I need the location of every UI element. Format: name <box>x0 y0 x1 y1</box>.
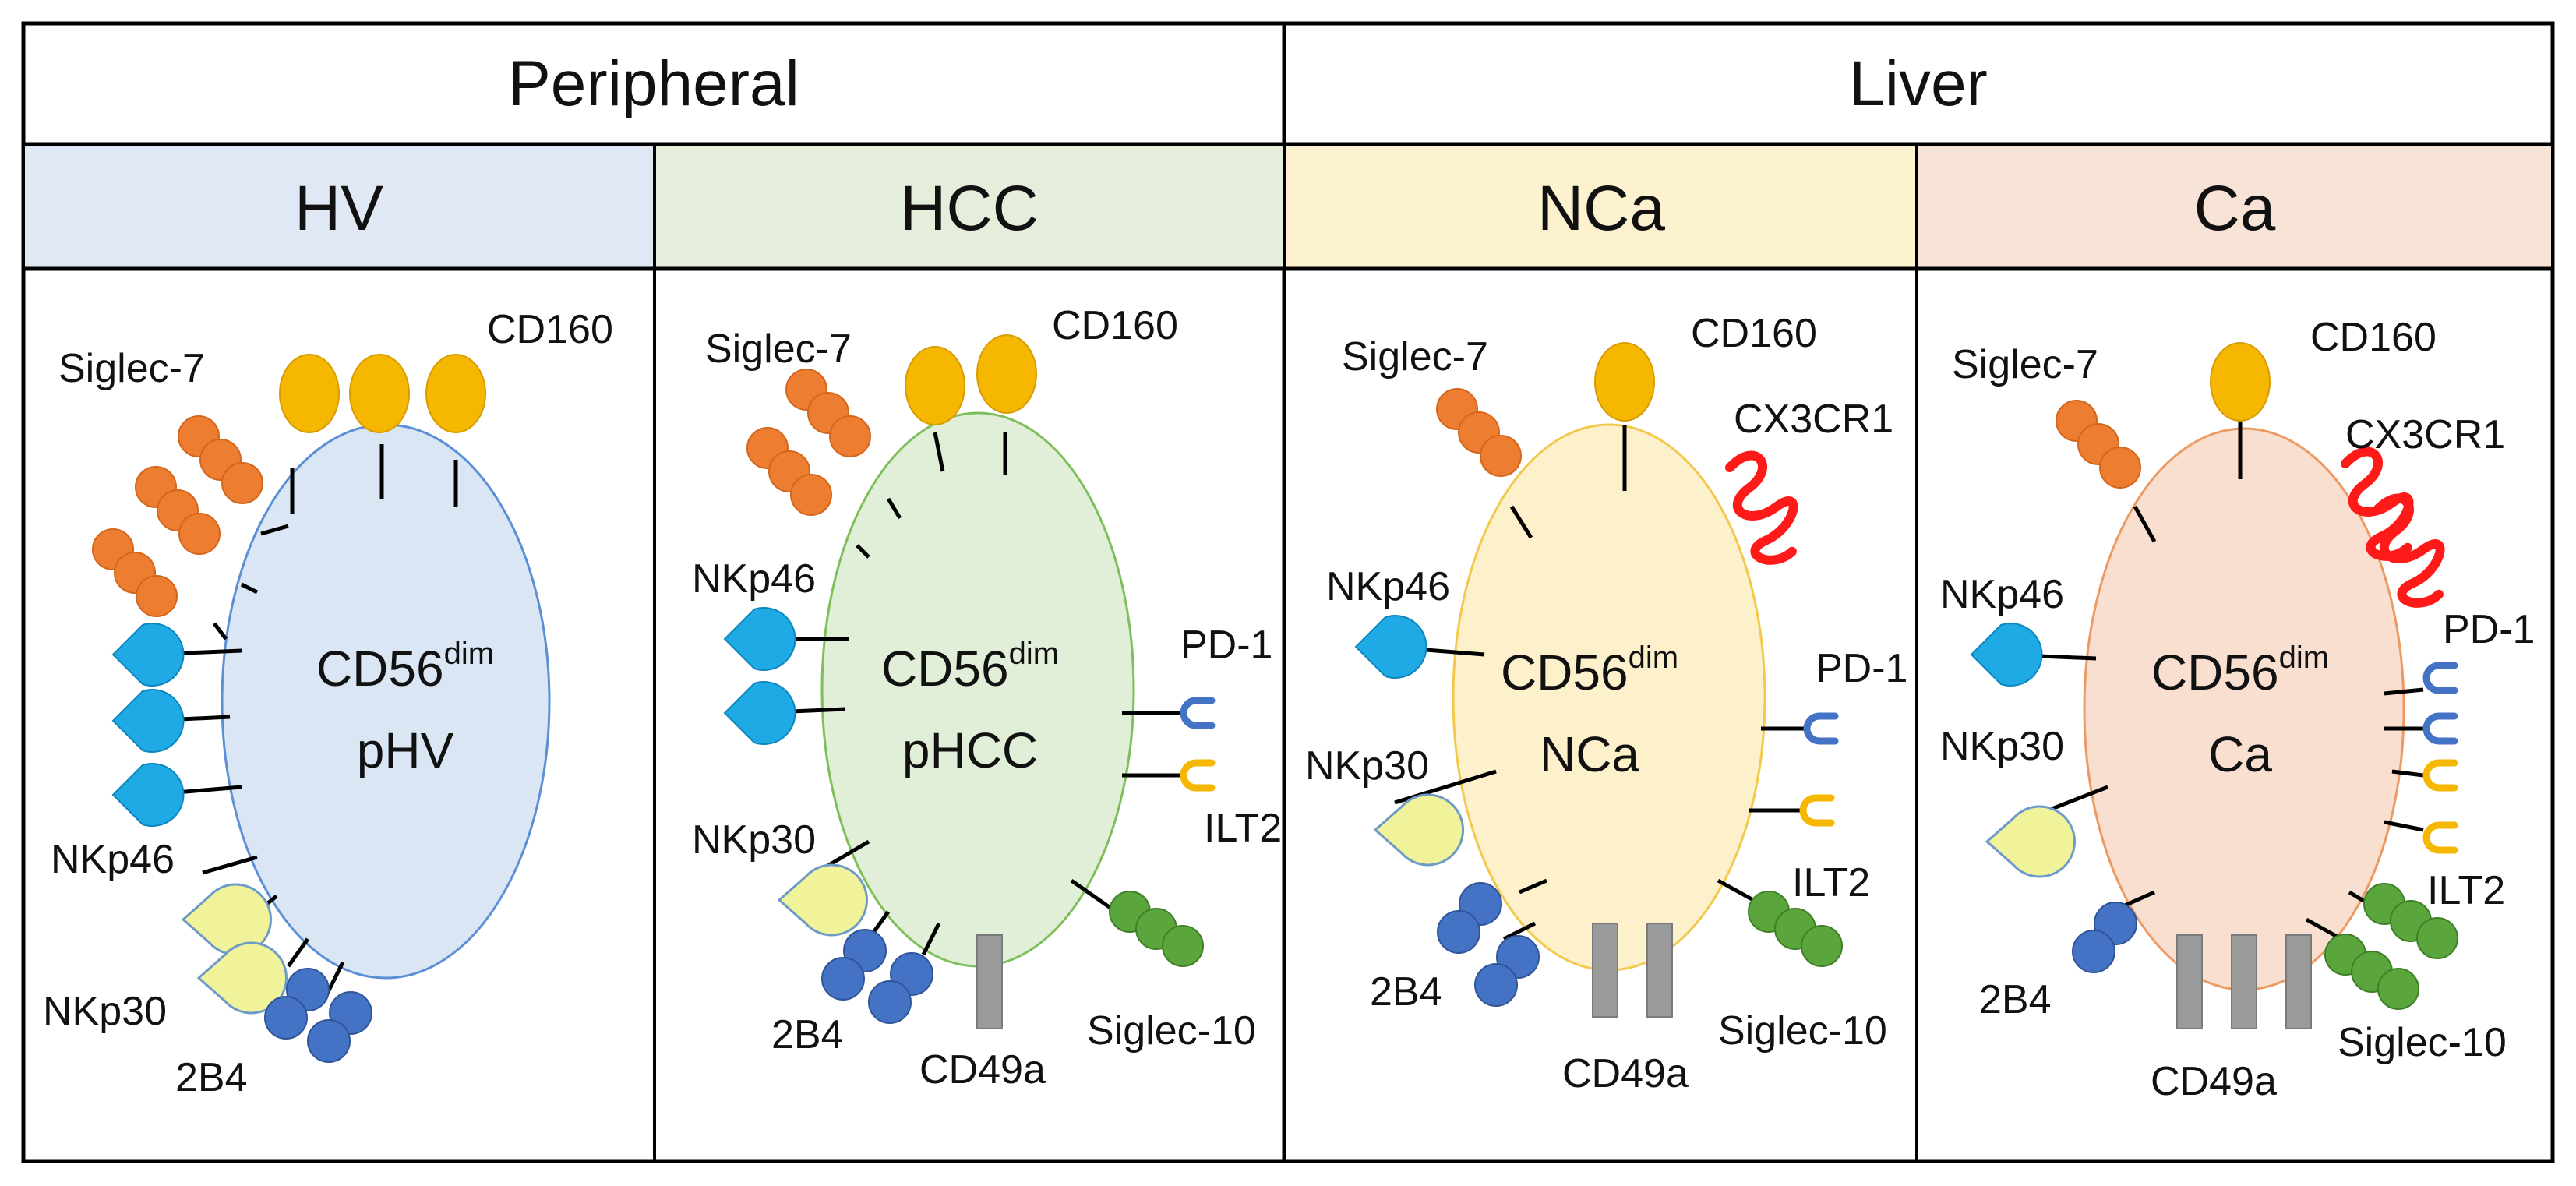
label-2b4-nca: 2B4 <box>1370 969 1442 1015</box>
label-nkp46-hv: NKp46 <box>51 837 175 882</box>
panel-nca: CD56dim NCa Siglec-7 CD160 CX3CR1 NKp46 … <box>1305 311 1907 1096</box>
label-ilt2-ca: ILT2 <box>2427 868 2505 913</box>
label-nkp30-hv: NKp30 <box>43 989 167 1034</box>
label-cd49a-hcc: CD49a <box>919 1047 1046 1092</box>
label-siglec10-ca: Siglec-10 <box>2338 1020 2507 1065</box>
table-frame <box>21 21 2555 1163</box>
label-ilt2-nca: ILT2 <box>1792 860 1870 905</box>
label-pd1-nca: PD-1 <box>1816 646 1907 691</box>
cell-subname-nca: NCa <box>1540 726 1639 782</box>
panel-ca: CD56dim Ca Siglec-7 CD160 CX3CR1 NKp46 N… <box>1940 315 2535 1104</box>
label-nkp30-ca: NKp30 <box>1940 724 2064 769</box>
label-2b4-ca: 2B4 <box>1979 977 2052 1022</box>
label-nkp30-hcc: NKp30 <box>692 817 816 863</box>
cell-subname-hcc: pHCC <box>902 722 1038 778</box>
label-cd49a-nca: CD49a <box>1562 1051 1689 1096</box>
cell-subname-ca: Ca <box>2208 726 2272 782</box>
label-cd160-nca: CD160 <box>1691 311 1817 356</box>
label-pd1-ca: PD-1 <box>2443 607 2535 652</box>
label-siglec10-hcc: Siglec-10 <box>1087 1008 1256 1054</box>
label-2b4-hv: 2B4 <box>175 1055 248 1100</box>
label-cd49a-ca: CD49a <box>2151 1059 2277 1104</box>
cell-subname-hv: pHV <box>357 722 454 778</box>
panel-title-ca: Ca <box>2194 173 2276 244</box>
label-nkp30-nca: NKp30 <box>1305 743 1429 789</box>
liver-header: Liver <box>1849 48 1988 119</box>
label-siglec7-nca: Siglec-7 <box>1342 334 1488 379</box>
nca-header-bg <box>1286 146 1915 269</box>
panel-hv: CD56dim pHV Siglec-7 CD160 NKp46 NKp30 2… <box>43 307 613 1100</box>
label-cx3cr1-nca: CX3CR1 <box>1734 397 1893 442</box>
label-nkp46-ca: NKp46 <box>1940 572 2064 617</box>
cell-name-hv: CD56dim <box>316 637 494 697</box>
label-siglec7-hcc: Siglec-7 <box>705 327 852 372</box>
label-siglec7-hv: Siglec-7 <box>58 346 205 391</box>
label-siglec7-ca: Siglec-7 <box>1952 342 2098 387</box>
label-cd160-hv: CD160 <box>487 307 613 352</box>
panel-hcc: CD56dim pHCC Siglec-7 CD160 NKp46 NKp30 … <box>692 303 1282 1092</box>
cell-hv <box>221 423 551 980</box>
panel-title-hcc: HCC <box>900 173 1039 244</box>
label-cx3cr1-ca: CX3CR1 <box>2345 412 2505 457</box>
label-2b4-hcc: 2B4 <box>771 1012 844 1057</box>
label-ilt2-hcc: ILT2 <box>1204 806 1282 851</box>
hcc-header-bg <box>656 146 1283 269</box>
label-siglec10-nca: Siglec-10 <box>1718 1008 1887 1054</box>
cell-name-ca: CD56dim <box>2151 641 2329 701</box>
panel-title-nca: NCa <box>1537 173 1665 244</box>
label-pd1-hcc: PD-1 <box>1180 623 1272 668</box>
panel-title-hv: HV <box>295 173 383 244</box>
cell-name-nca: CD56dim <box>1501 641 1678 701</box>
label-nkp46-hcc: NKp46 <box>692 556 816 602</box>
ca-header-bg <box>1918 146 2551 269</box>
label-nkp46-nca: NKp46 <box>1326 564 1450 609</box>
label-cd160-ca: CD160 <box>2310 315 2437 360</box>
cell-name-hcc: CD56dim <box>881 637 1059 697</box>
label-cd160-hcc: CD160 <box>1052 303 1178 348</box>
peripheral-header: Peripheral <box>508 48 799 119</box>
hv-header-bg <box>25 146 653 269</box>
